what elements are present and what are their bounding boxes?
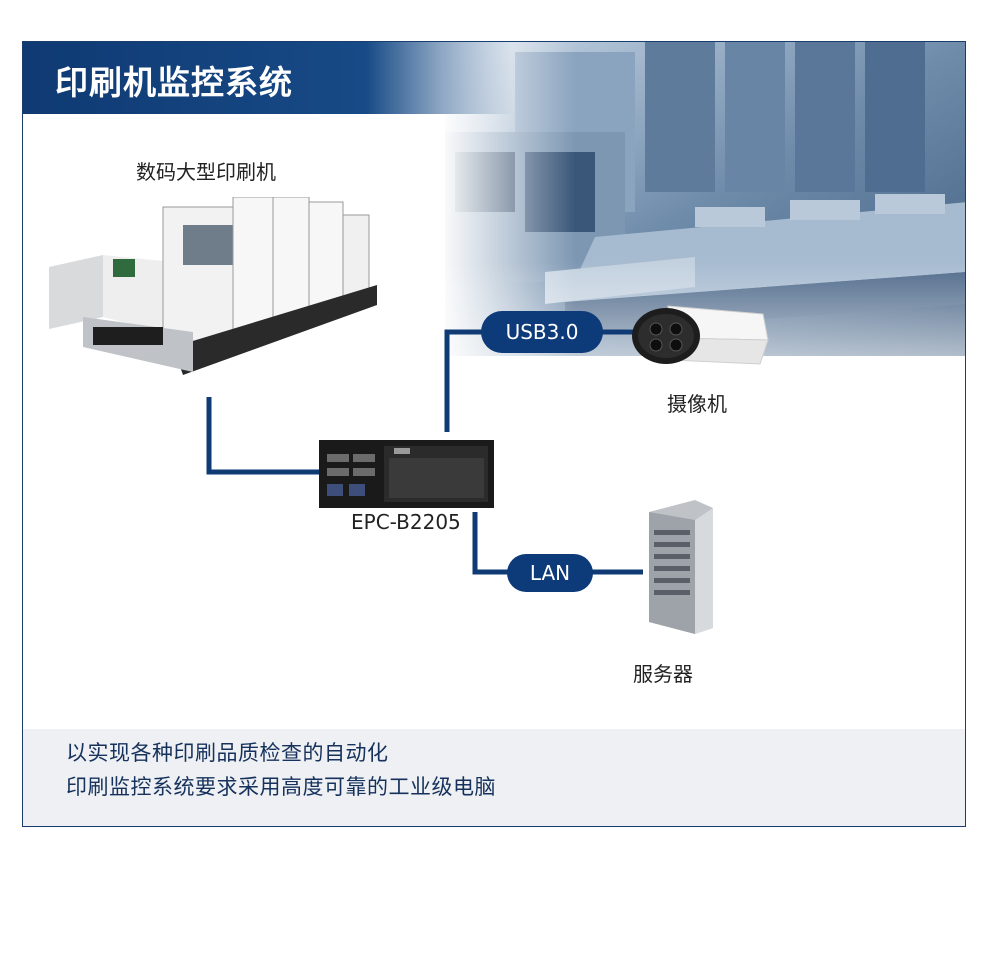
printer-label: 数码大型印刷机	[136, 160, 276, 184]
description-line-2: 印刷监控系统要求采用高度可靠的工业级电脑	[66, 775, 496, 799]
usb-connection-badge: USB3.0	[481, 311, 603, 353]
lan-connection-badge: LAN	[507, 554, 593, 592]
pc-to-lan-line	[472, 512, 509, 575]
server-label: 服务器	[633, 662, 693, 686]
pc-label: EPC-B2205	[351, 510, 461, 534]
industrial-pc-image	[319, 440, 494, 508]
printing-press-image	[49, 197, 377, 375]
camera-image	[632, 305, 769, 365]
description-line-1: 以实现各种印刷品质检查的自动化	[66, 741, 389, 765]
description-panel: 以实现各种印刷品质检查的自动化 印刷监控系统要求采用高度可靠的工业级电脑	[23, 729, 965, 826]
title-banner: 印刷机监控系统	[23, 42, 513, 114]
page-title: 印刷机监控系统	[55, 63, 293, 102]
server-image	[649, 500, 713, 634]
factory-background-image	[445, 42, 965, 356]
diagram-frame: 印刷机监控系统 数码大型印刷机	[22, 41, 966, 827]
lan-label: LAN	[529, 561, 571, 585]
connection-lines	[206, 329, 643, 575]
printer-to-pc-line	[206, 397, 320, 475]
usb-label: USB3.0	[505, 320, 579, 344]
pc-to-camera-line	[444, 329, 493, 432]
camera-label: 摄像机	[667, 392, 727, 416]
